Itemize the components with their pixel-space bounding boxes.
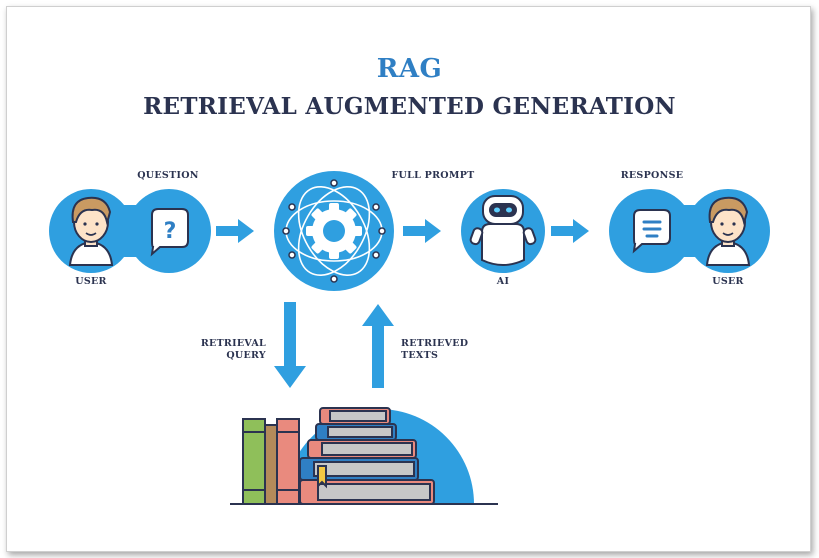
bookmark-icon xyxy=(317,465,327,489)
arrow-ai-to-user xyxy=(551,219,589,243)
label-full-prompt: FULL PROMPT xyxy=(391,170,475,181)
robot-icon xyxy=(469,195,537,266)
label-retrieval-query: RETRIEVAL QUERY xyxy=(200,338,266,361)
label-question: QUESTION xyxy=(137,170,199,181)
stacked-books-icon xyxy=(299,407,435,505)
question-bubble-icon: ? xyxy=(150,208,189,257)
label-retrieved-texts: RETRIEVED TEXTS xyxy=(401,338,469,361)
gear-icon xyxy=(306,203,362,259)
response-bubble-icon xyxy=(632,209,671,254)
label-user-left: USER xyxy=(75,276,107,287)
ai-node xyxy=(461,189,545,273)
knowledge-base-books xyxy=(230,407,498,505)
label-response: RESPONSE xyxy=(620,170,684,181)
arrow-retrieved-texts-up xyxy=(362,304,394,388)
retriever-node xyxy=(274,171,394,291)
user-left-icon xyxy=(68,196,114,266)
user-right-icon xyxy=(705,196,751,266)
label-user-right: USER xyxy=(712,276,744,287)
arrow-question-to-retriever xyxy=(216,219,254,243)
standing-books-icon xyxy=(242,418,300,505)
diagram-title: RAG xyxy=(376,54,443,84)
arrow-retriever-to-ai xyxy=(403,219,441,243)
label-ai: AI xyxy=(496,276,510,287)
user-question-group: ? xyxy=(49,189,211,273)
question-mark-glyph: ? xyxy=(164,219,177,244)
arrow-retrieval-query-down xyxy=(274,302,306,388)
diagram-subtitle: RETRIEVAL AUGMENTED GENERATION xyxy=(143,93,676,120)
response-user-group xyxy=(609,189,770,273)
